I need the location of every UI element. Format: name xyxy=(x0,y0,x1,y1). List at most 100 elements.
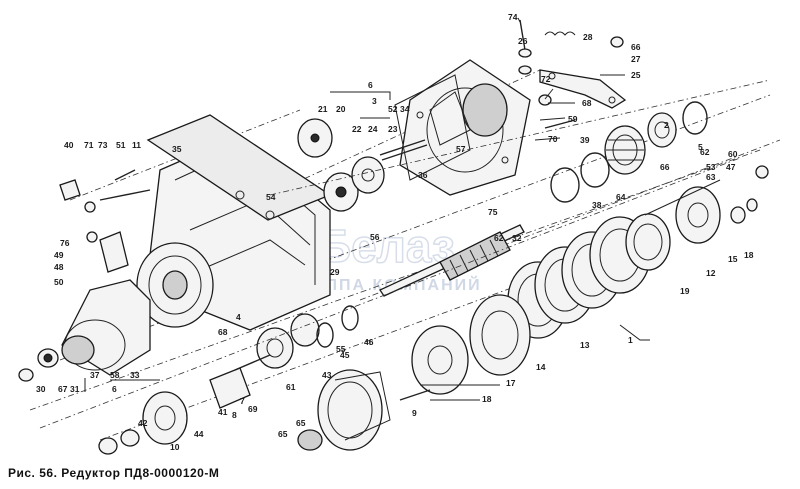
callout-number: 64 xyxy=(616,192,626,202)
callout-number: 27 xyxy=(631,54,641,64)
callout-number: 7 xyxy=(240,396,245,406)
watermark: Белаз ГРУППА КОМПАНИЙ xyxy=(290,219,482,294)
main-shaft xyxy=(379,224,525,297)
callout-number: 29 xyxy=(330,267,340,277)
callout-number: 14 xyxy=(536,362,546,372)
piston xyxy=(675,186,758,244)
callout-number: 31 xyxy=(70,384,80,394)
callout-number: 1 xyxy=(628,335,633,345)
callout-number: 5 xyxy=(698,142,703,152)
callout-number: 75 xyxy=(488,207,498,217)
callout-number: 6 xyxy=(112,384,117,394)
callout-number: 62 xyxy=(700,147,710,157)
callout-number: 32 xyxy=(512,233,522,243)
callout-number: 59 xyxy=(568,114,578,124)
callout-number: 49 xyxy=(54,250,64,260)
callout-number: 19 xyxy=(680,286,690,296)
callout-number: 9 xyxy=(412,408,417,418)
callout-number: 20 xyxy=(336,104,346,114)
callout-number: 65 xyxy=(296,418,306,428)
callout-number: 17 xyxy=(506,378,516,388)
callout-number: 66 xyxy=(660,162,670,172)
lower-gear xyxy=(98,391,188,455)
callout-number: 15 xyxy=(728,254,738,264)
ring-gear xyxy=(297,369,391,451)
callout-number: 36 xyxy=(418,170,428,180)
callout-number: 68 xyxy=(218,327,228,337)
frame-lines xyxy=(39,79,771,429)
callout-number: 34 xyxy=(400,104,410,114)
callout-number: 45 xyxy=(340,350,350,360)
callout-number: 30 xyxy=(36,384,46,394)
figure-caption: Рис. 56. Редуктор ПД8-0000120-М xyxy=(8,466,220,480)
clutch-disc-pack xyxy=(507,213,671,339)
callout-number: 2 xyxy=(664,120,669,130)
callout-number: 72 xyxy=(541,74,551,84)
callout-number: 62 xyxy=(494,233,504,243)
callout-number: 41 xyxy=(218,407,228,417)
callout-number: 66 xyxy=(631,42,641,52)
callout-number: 33 xyxy=(130,370,140,380)
callout-number: 12 xyxy=(706,268,716,278)
callout-number: 25 xyxy=(631,70,641,80)
callout-number: 21 xyxy=(318,104,328,114)
callout-number: 40 xyxy=(64,140,74,150)
callout-number: 51 xyxy=(116,140,126,150)
callout-number: 22 xyxy=(352,124,362,134)
callout-number: 4 xyxy=(236,312,241,322)
callout-number: 42 xyxy=(138,418,148,428)
callout-number: 58 xyxy=(110,370,120,380)
callout-number: 71 xyxy=(84,140,94,150)
callout-number: 26 xyxy=(518,36,528,46)
callout-number: 6 xyxy=(368,80,373,90)
callout-number: 18 xyxy=(744,250,754,260)
callout-number: 74 xyxy=(508,12,518,22)
callout-number: 54 xyxy=(266,192,276,202)
callout-number: 23 xyxy=(388,124,398,134)
callout-number: 44 xyxy=(194,429,204,439)
gasket xyxy=(394,74,471,181)
callout-number: 69 xyxy=(248,404,258,414)
callout-number: 70 xyxy=(548,134,558,144)
upper-right-bearings xyxy=(550,101,769,203)
callout-number: 53 xyxy=(706,162,716,172)
callout-number: 3 xyxy=(372,96,377,106)
callout-number: 63 xyxy=(706,172,716,182)
mid-components xyxy=(209,305,359,409)
callout-number: 57 xyxy=(456,144,466,154)
callout-number: 56 xyxy=(370,232,380,242)
callout-number: 38 xyxy=(592,200,602,210)
callout-number: 55 xyxy=(336,344,346,354)
callout-number: 50 xyxy=(54,277,64,287)
watermark-logo-text: Белаз xyxy=(318,220,455,272)
callout-number: 39 xyxy=(580,135,590,145)
callout-number: 35 xyxy=(172,144,182,154)
callout-number: 11 xyxy=(132,140,141,150)
left-small-parts xyxy=(59,169,151,273)
callout-number: 47 xyxy=(726,162,736,172)
callout-number: 67 xyxy=(58,384,68,394)
leader-lines xyxy=(84,17,721,401)
bell-cover xyxy=(18,279,151,382)
callout-number: 43 xyxy=(322,370,332,380)
callout-number: 13 xyxy=(580,340,590,350)
callout-number: 73 xyxy=(98,140,108,150)
flange-housing xyxy=(136,242,214,328)
callout-number: 61 xyxy=(286,382,296,392)
callout-number: 28 xyxy=(583,32,593,42)
callout-number: 76 xyxy=(60,238,70,248)
callout-number: 48 xyxy=(54,262,64,272)
callout-number: 52 xyxy=(388,104,398,114)
callout-number: 8 xyxy=(232,410,237,420)
callout-number: 46 xyxy=(364,337,374,347)
pressure-plates xyxy=(399,294,531,401)
callout-number: 37 xyxy=(90,370,100,380)
callout-number: 65 xyxy=(278,429,288,439)
callout-number: 68 xyxy=(582,98,592,108)
watermark-subtitle: ГРУППА КОМПАНИЙ xyxy=(290,275,482,294)
callout-number: 24 xyxy=(368,124,378,134)
callout-number: 10 xyxy=(170,442,180,452)
lever-assembly xyxy=(518,19,627,129)
